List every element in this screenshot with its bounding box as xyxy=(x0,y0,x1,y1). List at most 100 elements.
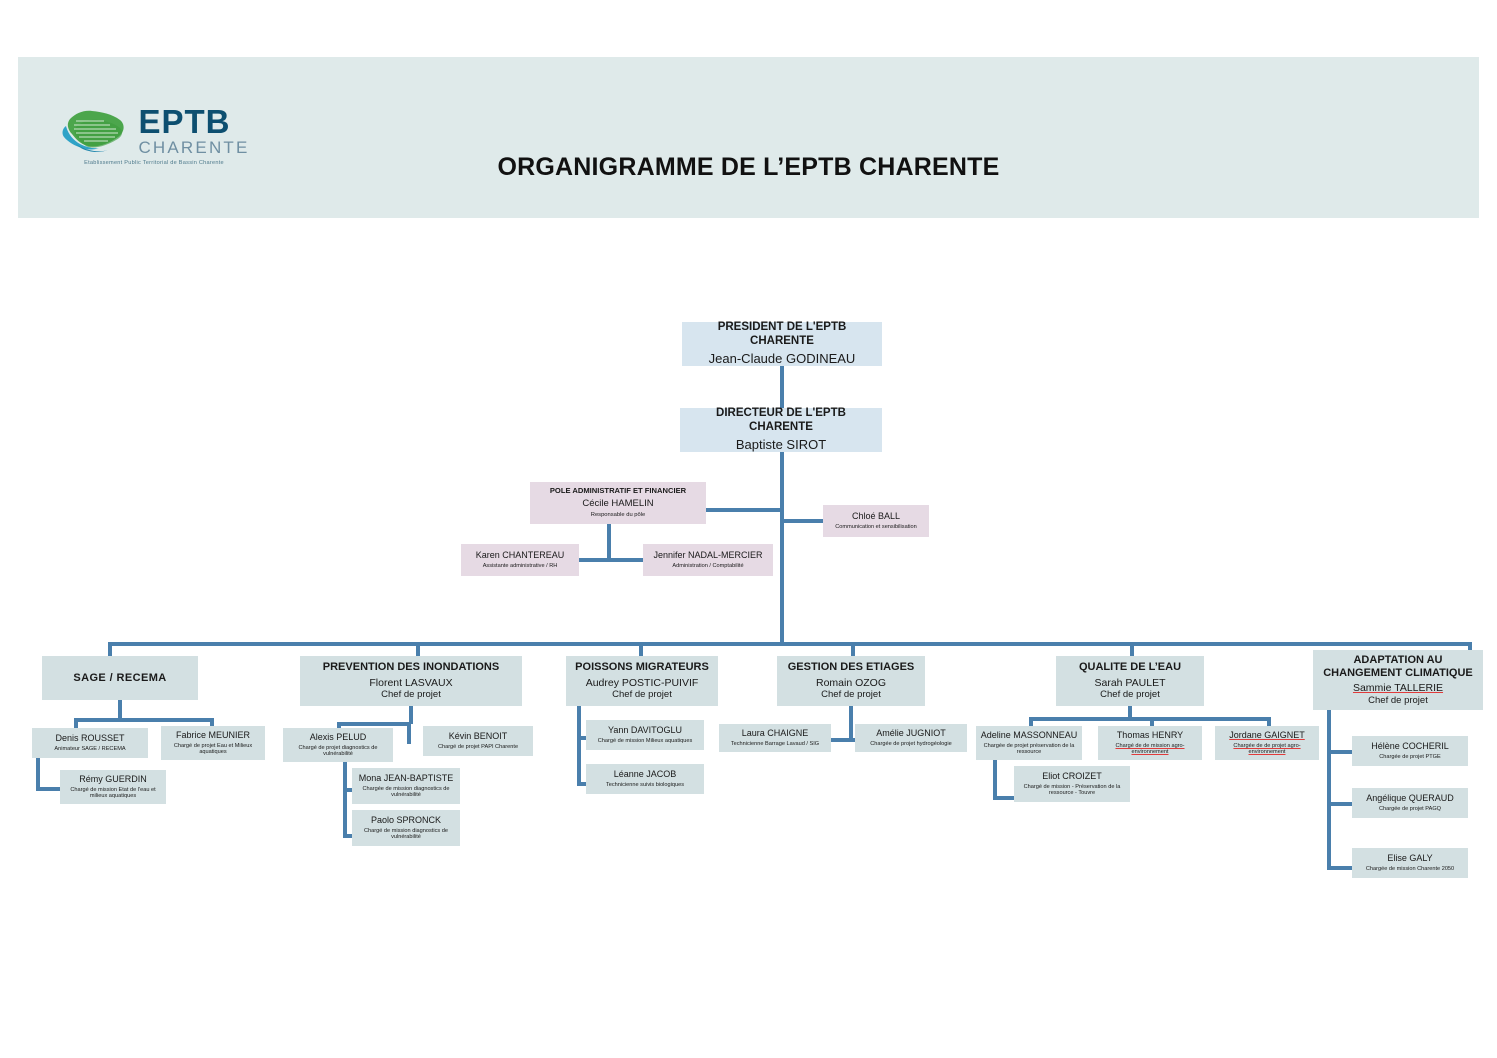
staff-box: Paolo SPRONCK Chargé de mission diagnost… xyxy=(352,810,460,846)
staff-box: Jordane GAIGNET Chargée de de projet agr… xyxy=(1215,726,1319,760)
staff-box: Hélène COCHERIL Chargée de projet PTGE xyxy=(1352,736,1468,766)
admin-pole-title: POLE ADMINISTRATIF ET FINANCIER xyxy=(549,486,687,496)
connector-pelud-sub-h1 xyxy=(343,788,355,792)
admin-pole-box: POLE ADMINISTRATIF ET FINANCIER Cécile H… xyxy=(530,482,706,524)
director-name: Baptiste SIROT xyxy=(735,436,827,452)
communication-role: Communication et sensibilisation xyxy=(835,524,917,531)
staff-role: Technicienne suivis biologiques xyxy=(605,782,685,789)
president-title: PRESIDENT DE L'EPTB CHARENTE xyxy=(717,321,847,347)
admin-member-name: Karen CHANTEREAU xyxy=(475,550,565,561)
admin-member-name: Jennifer NADAL-MERCIER xyxy=(653,550,763,561)
department-lead-name: Florent LASVAUX xyxy=(369,676,453,689)
staff-name: Angélique QUERAUD xyxy=(1366,793,1454,804)
department-title: PREVENTION DES INONDATIONS xyxy=(322,661,500,674)
president-name: Jean-Claude GODINEAU xyxy=(708,350,856,366)
connector-rousset-guerdin-h xyxy=(36,787,63,791)
connector-prevention-drop xyxy=(409,706,413,724)
staff-name: Amélie JUGNIOT xyxy=(876,728,946,739)
staff-box: Mona JEAN-BAPTISTE Chargée de mission di… xyxy=(352,768,460,804)
connector-massonneau-croizet xyxy=(993,760,997,800)
department-lead-role: Chef de projet xyxy=(1368,694,1428,706)
department-lead-role: Chef de projet xyxy=(1100,689,1160,701)
department-lead-role: Chef de projet xyxy=(381,689,441,701)
staff-role: Chargée de projet préservation de la res… xyxy=(983,742,1075,756)
department-lead-name: Sarah PAULET xyxy=(1094,676,1166,689)
staff-box: Adeline MASSONNEAU Chargée de projet pré… xyxy=(976,726,1082,760)
staff-box: Laura CHAIGNE Technicienne Barrage Lavau… xyxy=(719,724,831,752)
connector-rousset-guerdin xyxy=(36,758,40,791)
staff-role: Technicienne Barrage Lavaud / SIG xyxy=(730,741,820,748)
staff-name: Thomas HENRY xyxy=(1116,729,1184,740)
staff-role: Chargé de projet PAPI Charente xyxy=(437,744,519,751)
connector-adaptation-h2 xyxy=(1327,802,1355,806)
staff-name: Yann DAVITOGLU xyxy=(607,725,683,736)
connector-poissons-h2 xyxy=(577,782,589,786)
department-drop xyxy=(416,642,420,656)
department-title: ADAPTATION AU CHANGEMENT CLIMATIQUE xyxy=(1323,653,1473,679)
admin-member-role: Administration / Comptabilité xyxy=(672,563,744,570)
staff-name: Fabrice MEUNIER xyxy=(175,729,250,740)
staff-role: Chargé de mission Etat de l'eau et milie… xyxy=(70,786,156,800)
connector-director-trunk xyxy=(780,452,784,642)
connector-sage-bus xyxy=(74,718,214,722)
logo-brand: EPTB xyxy=(138,102,231,140)
staff-name: Elise GALY xyxy=(1387,853,1433,864)
connector-qualite-b1 xyxy=(1029,717,1033,728)
connector-sage-drop xyxy=(118,700,122,720)
department-gestion-etiages: GESTION DES ETIAGES Romain OZOG Chef de … xyxy=(777,656,925,706)
connector-qualite-b3 xyxy=(1267,717,1271,728)
staff-name: Laura CHAIGNE xyxy=(741,728,809,739)
staff-role: Chargé de projet diagnostics de vulnérab… xyxy=(298,744,378,758)
staff-name: Rémy GUERDIN xyxy=(79,773,147,784)
staff-name: Hélène COCHERIL xyxy=(1371,741,1449,752)
staff-name: Paolo SPRONCK xyxy=(370,814,442,825)
department-drop xyxy=(108,642,112,656)
department-drop xyxy=(851,642,855,656)
staff-name: Eliot CROIZET xyxy=(1042,770,1102,781)
department-drop xyxy=(1468,642,1472,656)
connector-massonneau-croizet-h xyxy=(993,796,1017,800)
staff-box: Elise GALY Chargée de mission Charente 2… xyxy=(1352,848,1468,878)
department-bus xyxy=(108,642,1472,646)
staff-box: Denis ROUSSET Animateur SAGE / RECEMA xyxy=(32,728,148,758)
logo: EPTB CHARENTE Etablissement Public Terri… xyxy=(54,65,254,205)
staff-role: Chargée de projet hydrogéologie xyxy=(870,741,952,748)
staff-box: Léanne JACOB Technicienne suivis biologi… xyxy=(586,764,704,794)
staff-box: Eliot CROIZET Chargé de mission - Préser… xyxy=(1014,766,1130,802)
connector-qualite-drop xyxy=(1128,706,1132,720)
department-lead-role: Chef de projet xyxy=(612,689,672,701)
staff-role: Chargée de mission diagnostics de vulnér… xyxy=(362,785,450,799)
department-drop xyxy=(639,642,643,656)
staff-name: Alexis PELUD xyxy=(309,731,367,742)
staff-box: Yann DAVITOGLU Chargé de mission Milieux… xyxy=(586,720,704,750)
staff-name: Jordane GAIGNET xyxy=(1229,729,1305,740)
department-title: QUALITE DE L’EAU xyxy=(1078,661,1182,674)
director-box: DIRECTEUR DE L'EPTB CHARENTE Baptiste SI… xyxy=(680,407,882,452)
department-qualite-eau: QUALITE DE L’EAU Sarah PAULET Chef de pr… xyxy=(1056,656,1204,706)
header-banner: EPTB CHARENTE Etablissement Public Terri… xyxy=(18,57,1479,218)
connector-pelud-sub-h2 xyxy=(343,834,355,838)
staff-box: Fabrice MEUNIER Chargé de projet Eau et … xyxy=(161,726,265,760)
staff-role: Chargée de projet PTGE xyxy=(1379,754,1441,761)
department-title: SAGE / RECEMA xyxy=(73,671,167,684)
staff-name: Denis ROUSSET xyxy=(55,733,125,744)
connector-prevention-right xyxy=(407,722,411,744)
staff-box: Thomas HENRY Chargé de de mission agro-e… xyxy=(1098,726,1202,760)
connector-sage-right xyxy=(210,718,214,730)
department-prevention-inondations: PREVENTION DES INONDATIONS Florent LASVA… xyxy=(300,656,522,706)
staff-role: Animateur SAGE / RECEMA xyxy=(54,746,126,753)
admin-member-role: Assistante administrative / RH xyxy=(482,563,558,570)
connector-etiages-bus xyxy=(815,738,885,742)
connector-adaptation-h1 xyxy=(1327,750,1355,754)
connector-adminpole-drop xyxy=(607,524,611,562)
connector-director-to-communication xyxy=(780,519,825,523)
staff-role: Chargée de de projet agro-environnement xyxy=(1233,742,1301,756)
staff-role: Chargé de mission Milieux aquatiques xyxy=(597,738,693,745)
staff-box: Alexis PELUD Chargé de projet diagnostic… xyxy=(283,728,393,762)
page-title: ORGANIGRAMME DE L’EPTB CHARENTE xyxy=(497,153,1000,181)
staff-role: Chargé de mission diagnostics de vulnéra… xyxy=(364,827,448,841)
connector-prevention-left xyxy=(337,722,341,732)
connector-adaptation-h3 xyxy=(1327,866,1355,870)
connector-president-director xyxy=(780,366,784,408)
staff-name: Mona JEAN-BAPTISTE xyxy=(358,772,454,783)
